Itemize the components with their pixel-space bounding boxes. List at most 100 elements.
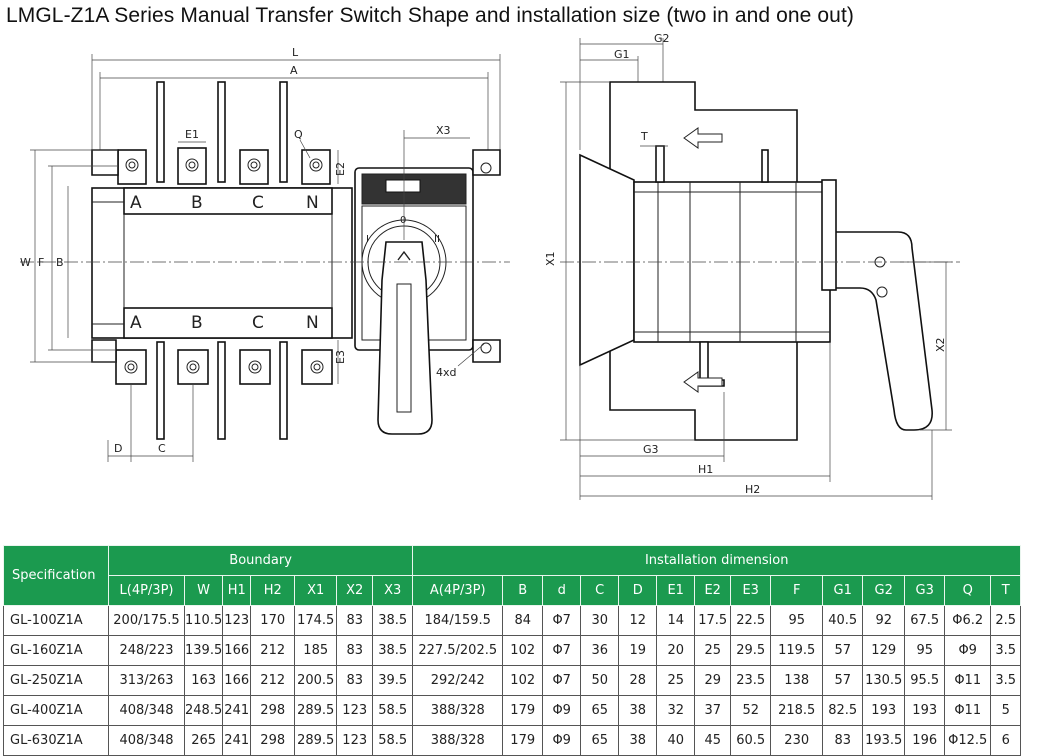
table-cell: 248/223 (108, 635, 185, 666)
col-header: E3 (730, 575, 772, 606)
table-cell: 139.5 (183, 635, 224, 666)
table-cell: Φ7 (542, 605, 582, 636)
col-header: E1 (656, 575, 696, 606)
table-cell: 289.5 (294, 725, 338, 756)
dimension-table: Specification Boundary Installation dime… (3, 545, 1022, 756)
table-cell: 179 (502, 725, 544, 756)
spec-cell: GL-400Z1A (3, 695, 109, 726)
col-header: B (502, 575, 544, 606)
table-cell: 265 (183, 725, 224, 756)
table-cell: 408/348 (108, 695, 185, 726)
table-cell: 29.5 (730, 635, 772, 666)
table-cell: 166 (222, 665, 252, 696)
dial-mark-i: I (366, 234, 369, 245)
col-header: G2 (862, 575, 906, 606)
dim-A: A (290, 64, 298, 77)
technical-drawing: L A (20, 32, 960, 500)
pole-letter-top-n: N (306, 193, 319, 213)
table-cell: 200/175.5 (108, 605, 185, 636)
table-cell: 193.5 (862, 725, 906, 756)
col-header: d (542, 575, 582, 606)
table-cell: 184/159.5 (412, 605, 504, 636)
table-cell: 52 (730, 695, 772, 726)
dim-X1: X1 (544, 251, 557, 266)
table-cell: 196 (904, 725, 946, 756)
table-cell: 14 (656, 605, 696, 636)
table-cell: 29 (694, 665, 732, 696)
table-cell: 138 (770, 665, 824, 696)
dim-E1: E1 (185, 128, 199, 141)
table-cell: 163 (183, 665, 224, 696)
table-cell: 19 (618, 635, 658, 666)
dim-X2: X2 (934, 337, 947, 352)
dim-H2: H2 (745, 483, 760, 496)
col-header: X3 (372, 575, 414, 606)
table-cell: 32 (656, 695, 696, 726)
col-header: X2 (336, 575, 374, 606)
dim-T: T (640, 130, 648, 143)
table-cell: 83 (336, 665, 374, 696)
table-cell: 67.5 (904, 605, 946, 636)
table-cell: 241 (222, 695, 252, 726)
table-cell: 200.5 (294, 665, 338, 696)
table-cell: 57 (822, 635, 864, 666)
col-header: H1 (222, 575, 252, 606)
table-cell: 130.5 (862, 665, 906, 696)
table-cell: 17.5 (694, 605, 732, 636)
table-cell: 57 (822, 665, 864, 696)
table-cell: 28 (618, 665, 658, 696)
table-cell: 95 (904, 635, 946, 666)
table-cell: 123 (222, 605, 252, 636)
dim-E3: E3 (334, 350, 347, 364)
pole-letter-bottom-n: N (306, 313, 319, 333)
dim-X3: X3 (436, 124, 451, 137)
table-cell: 40.5 (822, 605, 864, 636)
table-cell: 36 (580, 635, 620, 666)
col-header: T (990, 575, 1022, 606)
table-cell: 12 (618, 605, 658, 636)
table-cell: 95 (770, 605, 824, 636)
col-header: X1 (294, 575, 338, 606)
col-header: L(4P/3P) (108, 575, 185, 606)
col-header: H2 (250, 575, 296, 606)
spec-header: Specification (3, 545, 109, 606)
table-cell: 40 (656, 725, 696, 756)
table-cell: 241 (222, 725, 252, 756)
table-cell: 20 (656, 635, 696, 666)
dial-mark-0: 0 (400, 215, 406, 226)
table-cell: 83 (336, 605, 374, 636)
pole-letter-top-c: C (252, 193, 264, 213)
table-cell: 38 (618, 695, 658, 726)
dim-G3: G3 (643, 443, 659, 456)
table-cell: 119.5 (770, 635, 824, 666)
table-cell: 3.5 (990, 635, 1022, 666)
table-cell: 170 (250, 605, 296, 636)
table-cell: 388/328 (412, 725, 504, 756)
dim-G1: G1 (614, 48, 630, 61)
spec-cell: GL-250Z1A (3, 665, 109, 696)
table-cell: 179 (502, 695, 544, 726)
dim-F: F (38, 256, 44, 269)
pole-letter-bottom-c: C (252, 313, 264, 333)
table-cell: 218.5 (770, 695, 824, 726)
table-cell: Φ9 (542, 725, 582, 756)
table-cell: 83 (822, 725, 864, 756)
table-cell: 22.5 (730, 605, 772, 636)
pole-letter-bottom-b: B (191, 313, 203, 333)
table-cell: Φ6.2 (944, 605, 992, 636)
installation-header: Installation dimension (412, 545, 1022, 576)
table-cell: 292/242 (412, 665, 504, 696)
dim-W: W (20, 256, 31, 269)
table-cell: Φ12.5 (944, 725, 992, 756)
table-cell: 45 (694, 725, 732, 756)
table-cell: Φ11 (944, 665, 992, 696)
table-cell: 60.5 (730, 725, 772, 756)
table-cell: 212 (250, 665, 296, 696)
table-cell: 174.5 (294, 605, 338, 636)
table-cell: 102 (502, 665, 544, 696)
column-header-row: L(4P/3P) W H1 H2 X1 X2 X3 A(4P/3P) B d C… (4, 575, 1022, 606)
col-header: F (770, 575, 824, 606)
